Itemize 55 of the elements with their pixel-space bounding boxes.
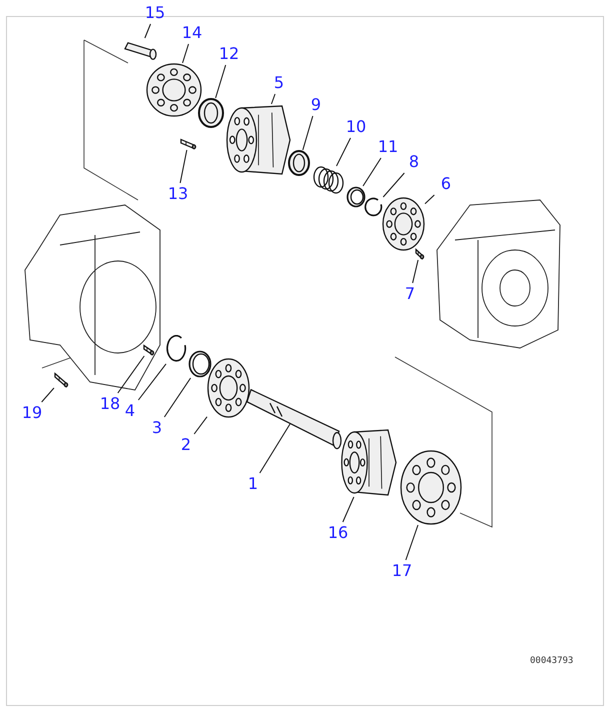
retainer-plate-drawing xyxy=(146,63,202,117)
bearing-drawing xyxy=(207,358,250,418)
swash-plate-drawing xyxy=(340,428,398,497)
callout-number: 4 xyxy=(124,403,136,419)
leader-line xyxy=(336,138,351,166)
cradle-drawing xyxy=(400,450,462,525)
cylinder-block-drawing xyxy=(225,104,292,176)
leader-line xyxy=(182,44,190,64)
callout-number: 16 xyxy=(328,525,348,541)
leader-line xyxy=(144,24,152,38)
callout-number: 6 xyxy=(440,176,452,192)
callout-number: 17 xyxy=(392,563,412,579)
leader-line xyxy=(362,158,382,186)
pin-drawing xyxy=(178,138,198,150)
leader-line xyxy=(405,524,418,560)
callout-number: 11 xyxy=(378,139,398,155)
leader-line xyxy=(412,260,419,284)
callout-number: 3 xyxy=(152,420,162,436)
leader-line xyxy=(138,363,166,400)
pin-drawing xyxy=(413,248,426,260)
snap-ring-drawing xyxy=(364,197,384,218)
leader-line xyxy=(302,116,314,150)
leader-line xyxy=(41,388,54,402)
callout-number: 5 xyxy=(274,75,284,91)
pin-drawing xyxy=(141,344,156,356)
callout-number: 15 xyxy=(144,5,166,21)
leader-line xyxy=(194,416,208,434)
leader-line xyxy=(270,94,276,104)
leader-line xyxy=(342,496,354,522)
drawing-number: 00043793 xyxy=(530,657,574,666)
callout-number: 7 xyxy=(404,286,416,302)
callout-number: 1 xyxy=(248,476,258,492)
callout-number: 10 xyxy=(346,119,366,135)
leader-line xyxy=(259,424,290,474)
ring-drawing xyxy=(188,350,212,378)
ring-drawing xyxy=(346,186,366,208)
spherical-bushing-drawing xyxy=(198,98,224,128)
valve-plate-drawing xyxy=(382,197,425,251)
leader-line xyxy=(215,64,226,98)
callout-number: 13 xyxy=(168,186,188,202)
spring-drawing xyxy=(313,166,345,196)
snap-ring-drawing xyxy=(166,335,188,364)
spring-seat-drawing xyxy=(288,150,310,176)
leader-line xyxy=(382,172,405,198)
callout-number: 2 xyxy=(180,437,192,453)
callout-number: 19 xyxy=(22,405,42,421)
callout-number: 12 xyxy=(218,46,240,62)
callout-number: 8 xyxy=(408,154,420,170)
leader-line xyxy=(180,150,188,184)
leader-line xyxy=(164,378,192,418)
callout-number: 9 xyxy=(310,97,322,113)
callout-number: 18 xyxy=(100,396,120,412)
bolt-drawing xyxy=(52,372,70,388)
callout-number: 14 xyxy=(182,25,202,41)
leader-line xyxy=(424,194,435,204)
